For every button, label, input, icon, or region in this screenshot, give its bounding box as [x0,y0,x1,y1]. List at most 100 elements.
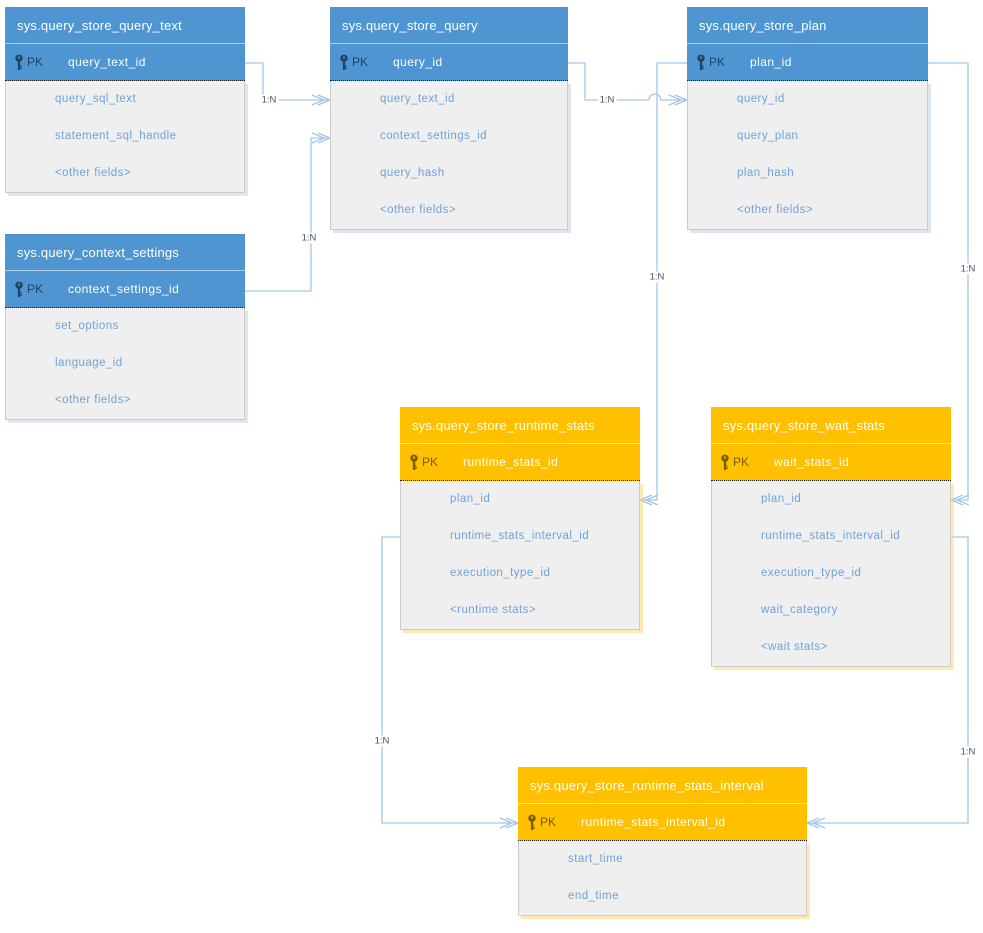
pk-label: PK [733,455,750,469]
primary-key-icon [338,54,351,71]
pk-field-name: query_id [393,55,443,69]
arrowhead-stroke [317,94,331,101]
pk-row: PK wait_stats_id [711,444,951,481]
arrowhead-stroke [505,822,519,829]
pk-label: PK [27,55,44,69]
arrowhead-stroke [639,494,653,501]
pk-row: PK query_text_id [5,44,245,81]
pk-field-name: runtime_stats_interval_id [581,815,726,829]
primary-key-icon [13,281,26,298]
entity-title: sys.query_store_query_text [5,7,245,44]
entity-title: sys.query_store_plan [687,7,928,44]
arrowhead-stroke [317,137,331,144]
entity-title: sys.query_store_runtime_stats [400,407,640,444]
cardinality-label: 1:N [597,94,617,106]
primary-key-icon [13,54,26,71]
field-name: <other fields> [380,204,456,216]
arrowhead-stroke [668,99,682,106]
field-name: <wait stats> [761,641,828,653]
arrowhead-stroke [311,132,325,139]
field-name: execution_type_id [450,567,551,579]
arrowhead-stroke [674,99,688,106]
primary-key-icon [719,454,732,471]
arrowhead-stroke [645,494,659,501]
relationship-connector [381,536,518,824]
field-name: <other fields> [55,167,131,179]
cardinality-label: 1:N [958,263,978,275]
primary-key-icon [408,454,421,471]
arrowhead-stroke [311,94,325,101]
field-name: execution_type_id [761,567,862,579]
field-name: start_time [568,853,623,865]
entity-title: sys.query_store_query [330,7,568,44]
pk-row: PK runtime_stats_id [400,444,640,481]
cardinality-label: 1:N [958,746,978,758]
entity-field-list: query_id query_plan plan_hash <other fields… [687,81,928,230]
entity-title: sys.query_context_settings [5,234,245,271]
pk-label: PK [709,55,726,69]
pk-field-name: context_settings_id [68,282,180,296]
field-name: plan_hash [737,167,795,179]
primary-key-icon [695,54,708,71]
entity-field-list: query_sql_text statement_sql_handle <other… [5,81,245,193]
field-name: query_hash [380,167,445,179]
field-name: <runtime stats> [450,604,537,616]
primary-key-icon [526,814,539,831]
relationship-connector [568,62,687,101]
arrowhead-stroke [674,94,688,101]
arrowhead-stroke [956,499,970,506]
pk-label: PK [540,815,557,829]
pk-row: PK context_settings_id [5,271,245,308]
field-name: context_settings_id [380,130,488,142]
arrowhead-stroke [806,817,820,824]
arrowhead-stroke [317,99,331,106]
pk-label: PK [27,282,44,296]
field-name: <other fields> [737,204,813,216]
field-name: end_time [568,890,619,902]
field-name: query_sql_text [55,93,137,105]
relationship-connector [245,137,330,292]
relationship-connector [245,62,330,101]
cardinality-label: 1:N [259,94,279,106]
cardinality-label: 1:N [372,735,392,747]
pk-row: PK runtime_stats_interval_id [518,804,807,841]
arrowhead-stroke [505,817,519,824]
pk-label: PK [352,55,369,69]
field-name: query_plan [737,130,799,142]
relationship-connector [928,62,969,501]
field-name: query_id [737,93,785,105]
field-name: query_text_id [380,93,455,105]
field-name: <other fields> [55,394,131,406]
pk-label: PK [422,455,439,469]
pk-field-name: plan_id [750,55,792,69]
field-name: statement_sql_handle [55,130,177,142]
entity-field-list: query_text_id context_settings_id query_ha… [330,81,568,230]
arrowhead-stroke [645,499,659,506]
field-name: wait_category [761,604,838,616]
arrowhead-stroke [806,822,820,829]
arrowhead-stroke [950,499,964,506]
arrowhead-stroke [499,817,513,824]
field-name: plan_id [761,493,802,505]
field-name: runtime_stats_interval_id [450,530,590,542]
entity-title: sys.query_store_runtime_stats_interval [518,767,807,804]
entity-title: sys.query_store_wait_stats [711,407,951,444]
pk-field-name: query_text_id [68,55,146,69]
arrowhead-stroke [950,494,964,501]
pk-field-name: runtime_stats_id [463,455,559,469]
arrowhead-stroke [499,822,513,829]
arrowhead-stroke [311,99,325,106]
arrowhead-stroke [812,817,826,824]
pk-field-name: wait_stats_id [774,455,850,469]
